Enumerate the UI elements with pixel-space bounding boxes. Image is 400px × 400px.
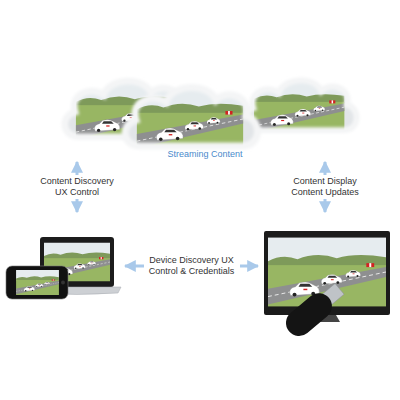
cloud [244, 80, 357, 133]
tv-receiver [260, 214, 394, 348]
sender-devices [3, 214, 123, 306]
cloud-group: Streaming Content [55, 62, 355, 160]
cloud [125, 87, 257, 150]
edge-label: Device Discovery UX Control & Credential… [144, 254, 240, 278]
node-label: Streaming Content [167, 149, 242, 160]
phone [6, 266, 68, 299]
edge-label: Content Discovery UX Control [34, 175, 120, 199]
edge-label: Content Display Content Updates [282, 175, 368, 199]
streaming-dongle [281, 279, 348, 341]
